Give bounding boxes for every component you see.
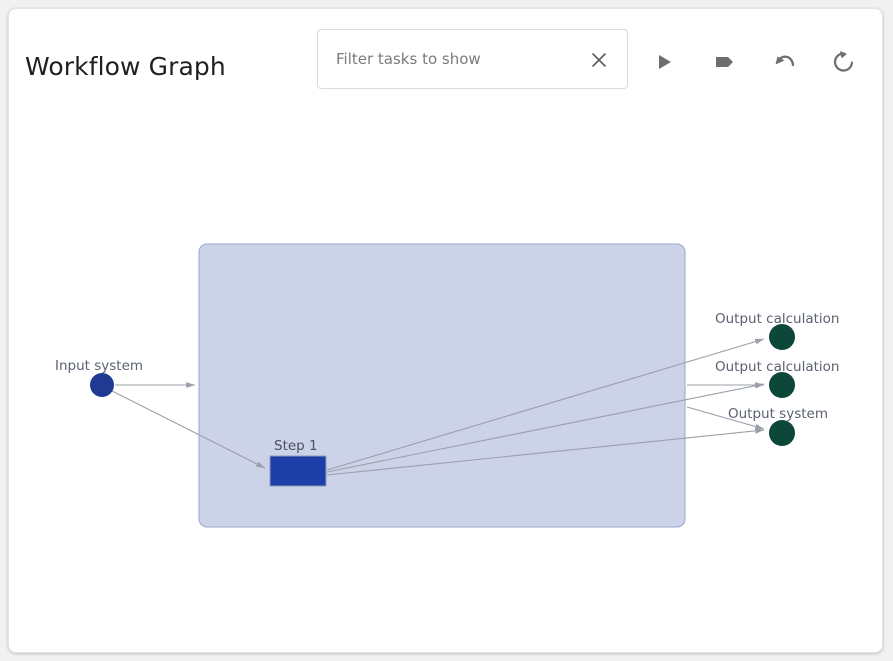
input-system-label: Input system (55, 358, 143, 374)
output-system-node[interactable] (769, 420, 795, 446)
undo-icon (775, 55, 795, 67)
output-calculation-2-label: Output calculation (715, 359, 840, 375)
graph-edges (111, 338, 765, 476)
input-system-node[interactable] (90, 373, 114, 397)
output-calculation-2-node[interactable] (769, 372, 795, 398)
workflow-graph-card: Workflow Graph (8, 8, 883, 653)
tag-icon (716, 57, 733, 67)
tag-button[interactable] (708, 45, 742, 79)
restore-button[interactable] (827, 45, 861, 79)
close-icon (592, 53, 606, 67)
edge-cluster-to-output-system (686, 406, 765, 430)
page-title: Workflow Graph (25, 52, 226, 81)
step-1-node[interactable] (269, 455, 327, 487)
output-system-label: Output system (728, 406, 828, 422)
edge-step1-to-output-system (326, 428, 765, 476)
run-button[interactable] (647, 45, 681, 79)
step-1-label: Step 1 (274, 438, 318, 454)
restore-icon (833, 51, 854, 72)
filter-tasks-input[interactable] (336, 30, 566, 88)
graph-canvas[interactable]: Input system Step 1 Output calculation O… (9, 117, 882, 652)
undo-button[interactable] (768, 45, 802, 79)
edge-input-to-step1 (111, 390, 266, 469)
edge-step1-to-output-calc-2 (326, 382, 765, 473)
output-calculation-1-node[interactable] (769, 324, 795, 350)
toolbar: Workflow Graph (9, 9, 882, 117)
filter-tasks-box (317, 29, 628, 89)
clear-filter-button[interactable] (585, 46, 613, 74)
play-icon (659, 55, 671, 69)
output-calculation-1-label: Output calculation (715, 311, 840, 327)
edge-step1-to-output-calc-1 (326, 338, 765, 471)
